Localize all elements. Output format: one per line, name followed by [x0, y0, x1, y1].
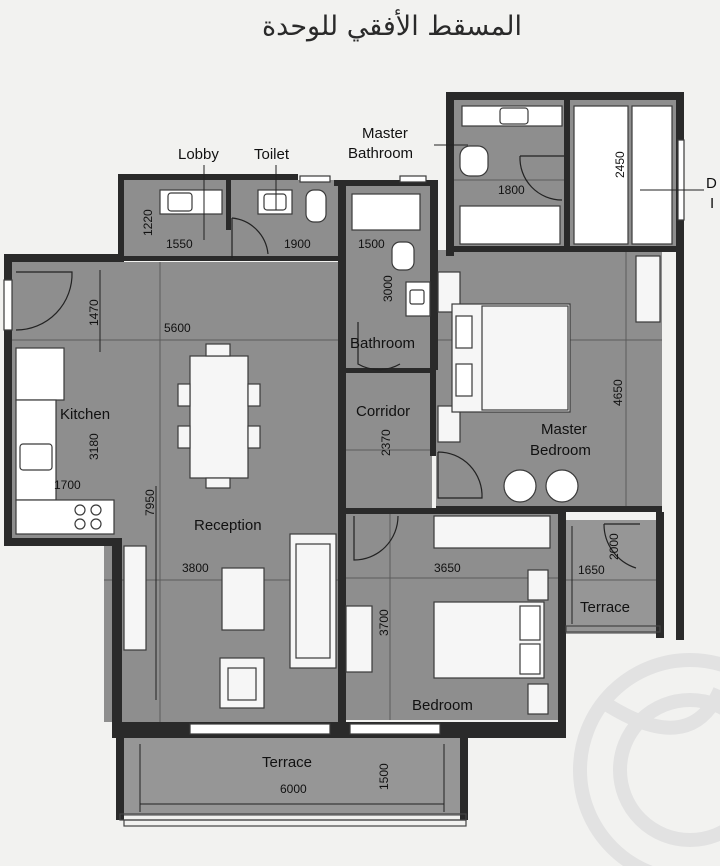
- dim-1650: 1650: [578, 563, 605, 577]
- lobby-sink-unit: [159, 189, 223, 215]
- label-lobby: Lobby: [178, 146, 219, 163]
- dim-2000: 2000: [607, 533, 621, 560]
- dim-4650: 4650: [611, 379, 625, 406]
- dim-5600: 5600: [164, 321, 191, 335]
- dining-table: [177, 343, 261, 489]
- label-kitchen: Kitchen: [60, 406, 110, 423]
- master-bath-fixtures: [459, 105, 673, 245]
- dim-3180: 3180: [87, 433, 101, 460]
- doors: [15, 155, 640, 569]
- label-leaders: [203, 144, 704, 240]
- label-cut-2: I: [710, 195, 714, 212]
- dim-1700: 1700: [54, 478, 81, 492]
- label-master-bedroom-line1: Master: [541, 421, 587, 438]
- plan-title: المسقط الأفقي للوحدة: [262, 8, 522, 42]
- walls: [4, 92, 684, 738]
- dim-1550: 1550: [166, 237, 193, 251]
- main-terrace-railing: [116, 736, 468, 827]
- watermark-logo: [573, 653, 720, 866]
- window-openings: [3, 139, 685, 735]
- label-cut-1: D: [706, 175, 717, 192]
- dim-7950: 7950: [143, 489, 157, 516]
- label-corridor: Corridor: [356, 403, 410, 420]
- label-reception: Reception: [194, 517, 262, 534]
- dim-3800: 3800: [182, 561, 209, 575]
- dim-2370: 2370: [379, 429, 393, 456]
- label-bathroom: Bathroom: [350, 335, 415, 352]
- dim-1470: 1470: [87, 299, 101, 326]
- label-main-terrace: Terrace: [262, 754, 312, 771]
- label-toilet: Toilet: [254, 146, 290, 163]
- dim-1220: 1220: [141, 209, 155, 236]
- dim-1500-terrace: 1500: [377, 763, 391, 790]
- dim-1800: 1800: [498, 183, 525, 197]
- dim-3650: 3650: [434, 561, 461, 575]
- label-master-bedroom-line2: Bedroom: [530, 442, 591, 459]
- dim-2450: 2450: [613, 151, 627, 178]
- bedroom-furniture: [345, 515, 551, 715]
- bathroom-fixtures: [351, 193, 431, 317]
- toilet-fixtures: [257, 189, 327, 223]
- small-terrace-railing: [565, 526, 661, 633]
- dim-6000: 6000: [280, 782, 307, 796]
- dimension-lines: [99, 270, 157, 700]
- dim-3700: 3700: [377, 609, 391, 636]
- label-small-terrace: Terrace: [580, 599, 630, 616]
- living-furniture: [123, 533, 337, 709]
- label-master-bathroom-line1: Master: [362, 125, 408, 142]
- dim-3000: 3000: [381, 275, 395, 302]
- label-bedroom: Bedroom: [412, 697, 473, 714]
- kitchen-counter: [15, 347, 115, 535]
- master-bedroom-furniture: [437, 255, 661, 503]
- dim-1500-bath: 1500: [358, 237, 385, 251]
- dim-1900: 1900: [284, 237, 311, 251]
- label-master-bathroom-line2: Bathroom: [348, 145, 413, 162]
